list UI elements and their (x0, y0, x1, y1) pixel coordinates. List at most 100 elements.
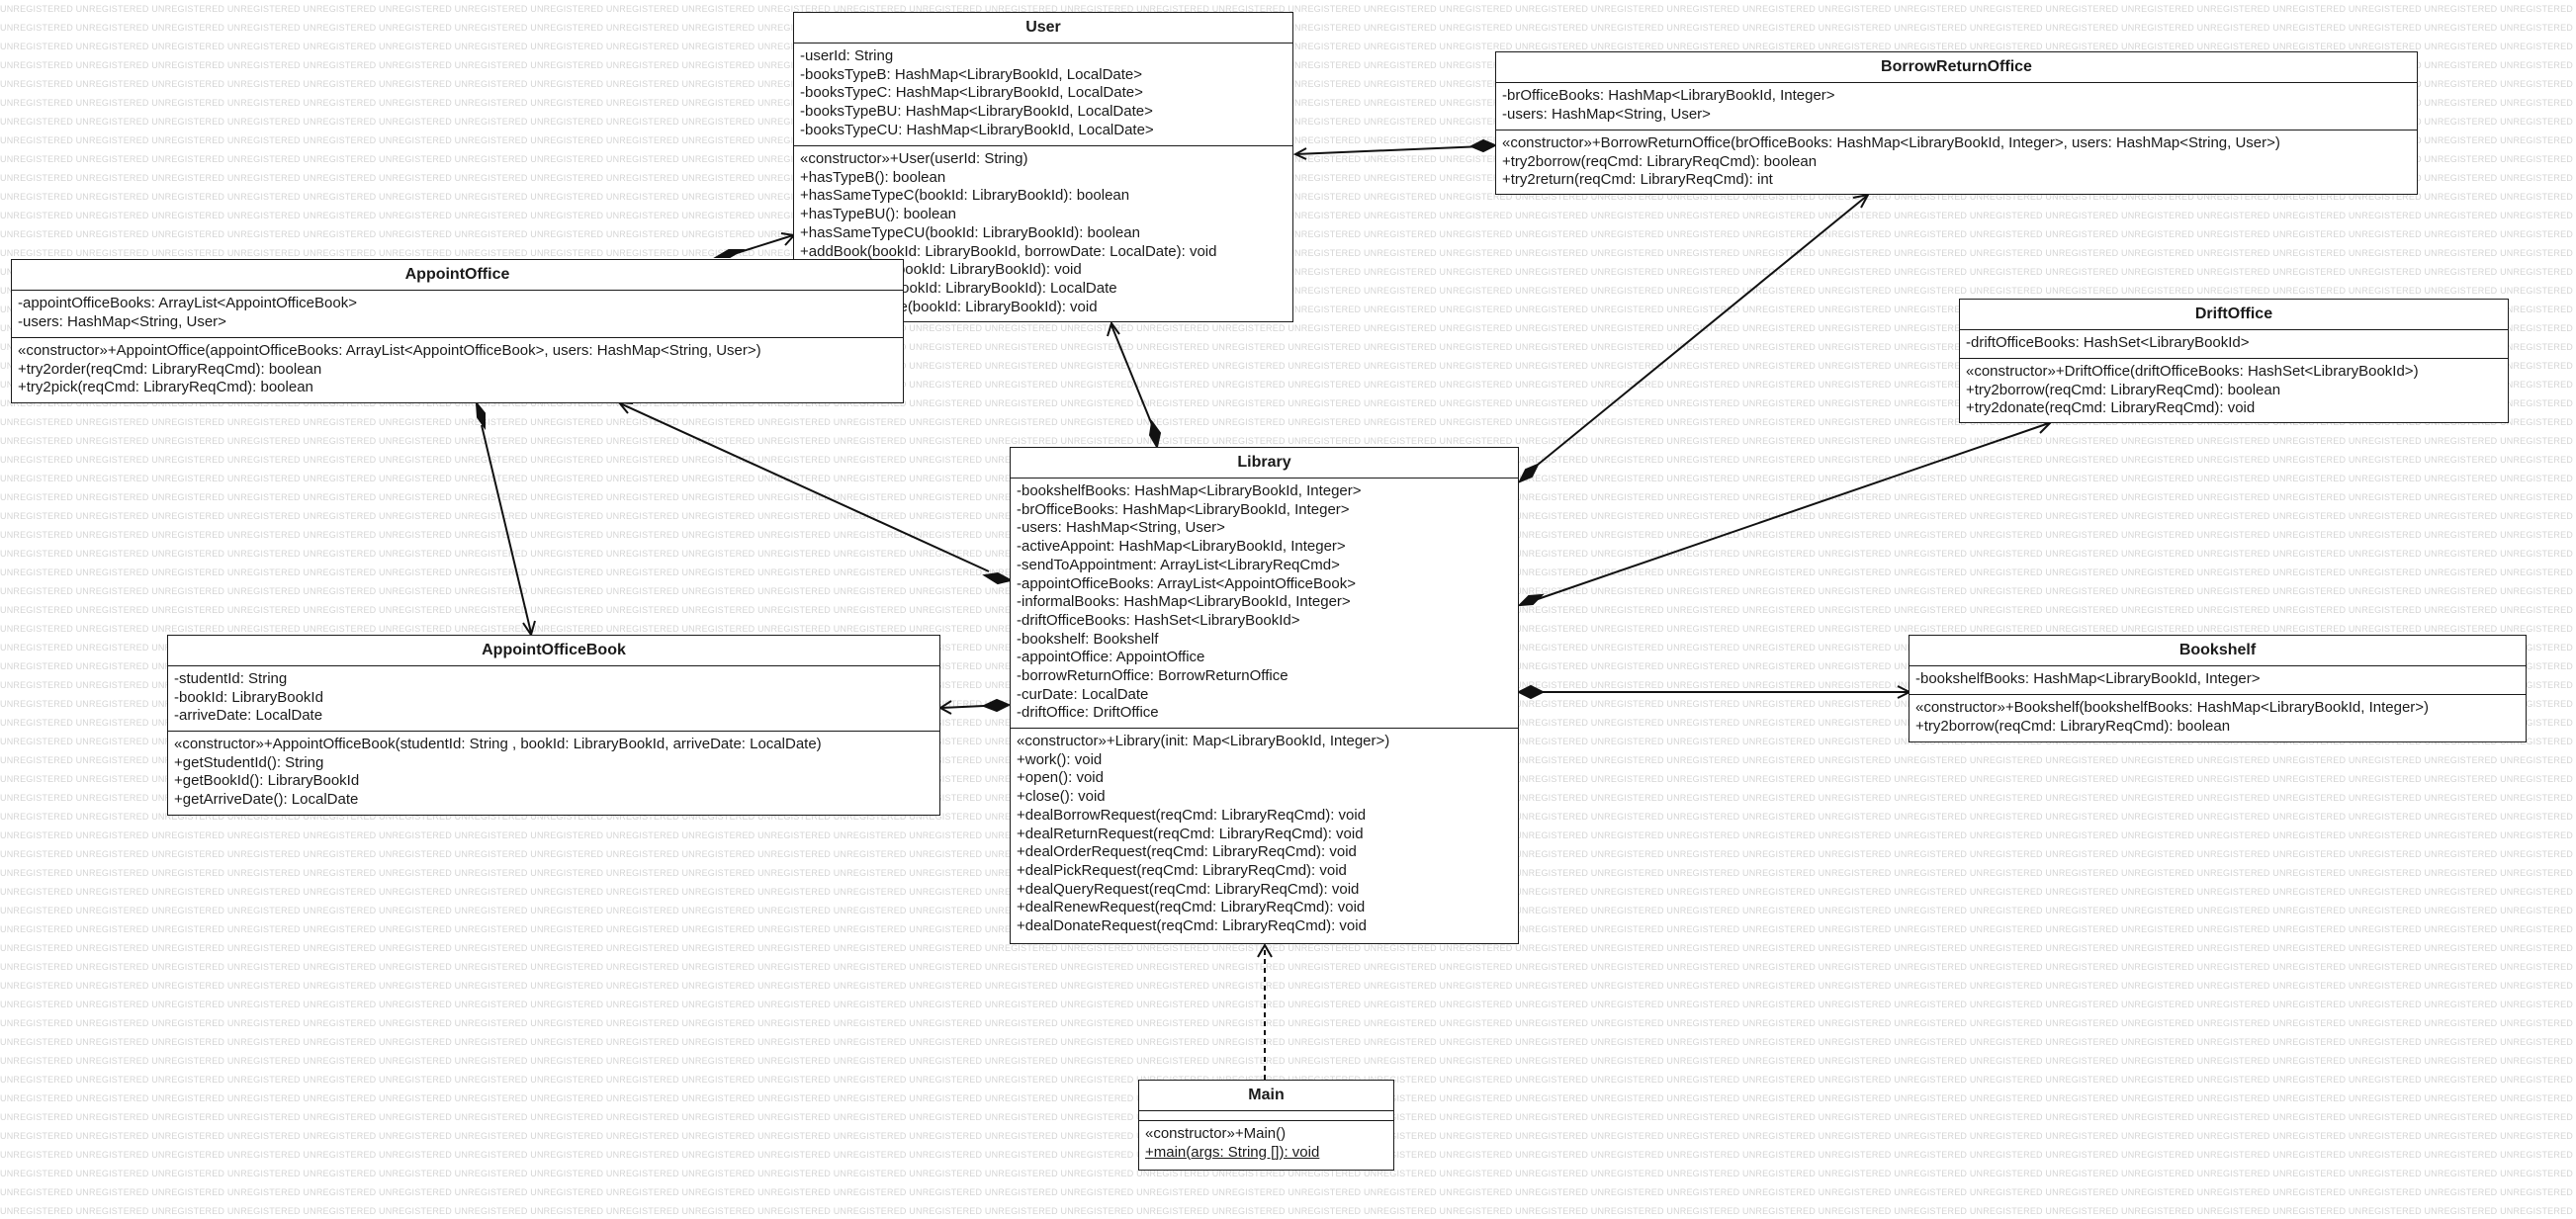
operations-section: «constructor»+Library(init: Map<LibraryB… (1011, 729, 1518, 940)
operation-row: +try2borrow(reqCmd: LibraryReqCmd): bool… (1915, 717, 2231, 735)
attribute-row: -appointOfficeBooks: ArrayList<AppointOf… (1017, 574, 1356, 592)
attribute-row: -appointOffice: AppointOffice (1017, 649, 1205, 666)
attribute-row: -activeAppoint: HashMap<LibraryBookId, I… (1017, 538, 1346, 556)
attribute-row: -informalBooks: HashMap<LibraryBookId, I… (1017, 593, 1351, 611)
operation-row: +hasSameTypeC(bookId: LibraryBookId): bo… (800, 187, 1130, 205)
attributes-section: -bookshelfBooks: HashMap<LibraryBookId, … (1910, 666, 2526, 695)
operation-row: «constructor»+Library(init: Map<LibraryB… (1017, 733, 1390, 749)
edge-appointoffice-appointofficebook (475, 399, 536, 638)
attribute-row: -driftOfficeBooks: HashSet<LibraryBookId… (1966, 334, 2250, 351)
watermark-row: UNREGISTERED UNREGISTERED UNREGISTERED U… (0, 981, 2576, 991)
class-main[interactable]: Main «constructor»+Main()+main(args: Str… (1138, 1080, 1394, 1171)
edge-library-bookshelf (1516, 684, 1912, 700)
attribute-row: -booksTypeC: HashMap<LibraryBookId, Loca… (800, 84, 1143, 102)
operation-row: «constructor»+User(userId: String) (800, 150, 1028, 167)
attribute-row: -bookId: LibraryBookId (174, 688, 323, 706)
operation-row: +dealDonateRequest(reqCmd: LibraryReqCmd… (1017, 917, 1367, 935)
class-name: DriftOffice (1960, 300, 2508, 330)
watermark-row: UNREGISTERED UNREGISTERED UNREGISTERED U… (0, 943, 2576, 953)
watermark-row: UNREGISTERED UNREGISTERED UNREGISTERED U… (0, 1169, 2576, 1178)
attribute-row: -users: HashMap<String, User> (1017, 519, 1225, 537)
attribute-row: -brOfficeBooks: HashMap<LibraryBookId, I… (1017, 500, 1350, 518)
watermark-row: UNREGISTERED UNREGISTERED UNREGISTERED U… (0, 361, 2576, 371)
operation-row: +dealRenewRequest(reqCmd: LibraryReqCmd)… (1017, 899, 1366, 916)
class-appoint-office-book[interactable]: AppointOfficeBook -studentId: String-boo… (167, 635, 940, 816)
operation-row: «constructor»+Bookshelf(bookshelfBooks: … (1915, 699, 2430, 716)
operation-row: +dealOrderRequest(reqCmd: LibraryReqCmd)… (1017, 843, 1357, 861)
operation-row: +try2borrow(reqCmd: LibraryReqCmd): bool… (1966, 381, 2281, 398)
class-name: AppointOffice (12, 260, 903, 291)
attribute-row: -booksTypeBU: HashMap<LibraryBookId, Loc… (800, 103, 1153, 121)
edge-library-user (1107, 320, 1162, 450)
attribute-row: -bookshelf: Bookshelf (1017, 630, 1159, 648)
operation-row: +dealReturnRequest(reqCmd: LibraryReqCmd… (1017, 825, 1364, 842)
operation-row: «constructor»+Main() (1145, 1125, 1287, 1142)
watermark-row: UNREGISTERED UNREGISTERED UNREGISTERED U… (0, 1056, 2576, 1066)
operation-row: +getArriveDate(): LocalDate (174, 791, 359, 809)
operation-row: +try2order(reqCmd: LibraryReqCmd): boole… (18, 360, 322, 378)
attribute-row: -appointOfficeBooks: ArrayList<AppointOf… (18, 295, 357, 311)
watermark-row: UNREGISTERED UNREGISTERED UNREGISTERED U… (0, 398, 2576, 408)
class-name: Bookshelf (1910, 636, 2526, 666)
edge-appointoffice-user (713, 232, 796, 258)
attributes-section (1139, 1111, 1393, 1121)
attributes-section: -studentId: String-bookId: LibraryBookId… (168, 666, 939, 732)
watermark-row: UNREGISTERED UNREGISTERED UNREGISTERED U… (0, 323, 2576, 333)
attribute-row: -booksTypeB: HashMap<LibraryBookId, Loca… (800, 65, 1143, 83)
attribute-row: -bookshelfBooks: HashMap<LibraryBookId, … (1017, 482, 1362, 499)
edge-borrowreturnoffice-user (1292, 138, 1498, 160)
operation-row: +getStudentId(): String (174, 753, 324, 771)
attribute-row: -booksTypeCU: HashMap<LibraryBookId, Loc… (800, 121, 1154, 138)
operation-row: +dealPickRequest(reqCmd: LibraryReqCmd):… (1017, 861, 1347, 879)
attributes-section: -bookshelfBooks: HashMap<LibraryBookId, … (1011, 479, 1518, 729)
operation-row: +close(): void (1017, 788, 1106, 806)
watermark-row: UNREGISTERED UNREGISTERED UNREGISTERED U… (0, 436, 2576, 446)
operation-row: +try2pick(reqCmd: LibraryReqCmd): boolea… (18, 379, 313, 396)
watermark-row: UNREGISTERED UNREGISTERED UNREGISTERED U… (0, 1000, 2576, 1009)
class-name: BorrowReturnOffice (1496, 52, 2417, 83)
operation-row: +getBookId(): LibraryBookId (174, 772, 360, 790)
operation-row: +work(): void (1017, 750, 1103, 768)
operations-section: «constructor»+Bookshelf(bookshelfBooks: … (1910, 695, 2526, 740)
edge-library-borrowreturnoffice (1517, 193, 1870, 483)
class-library[interactable]: Library -bookshelfBooks: HashMap<Library… (1010, 447, 1519, 944)
operations-section: «constructor»+Main()+main(args: String [… (1139, 1121, 1393, 1166)
edge-library-appointofficebook (938, 698, 1012, 715)
attribute-row: -borrowReturnOffice: BorrowReturnOffice (1017, 667, 1288, 685)
watermark-row: UNREGISTERED UNREGISTERED UNREGISTERED U… (0, 1206, 2576, 1216)
attributes-section: -userId: String-booksTypeB: HashMap<Libr… (794, 44, 1292, 146)
class-name: User (794, 13, 1292, 44)
edge-library-appointoffice (616, 400, 1014, 585)
operations-section: «constructor»+DriftOffice(driftOfficeBoo… (1960, 359, 2508, 422)
attribute-row: -studentId: String (174, 670, 288, 687)
class-appoint-office[interactable]: AppointOffice -appointOfficeBooks: Array… (11, 259, 904, 403)
class-name: Main (1139, 1081, 1393, 1111)
attribute-row: -sendToAppointment: ArrayList<LibraryReq… (1017, 556, 1340, 573)
attribute-row: -users: HashMap<String, User> (1502, 105, 1711, 123)
edge-main-library-dependency (1257, 943, 1273, 1080)
operation-row: +dealQueryRequest(reqCmd: LibraryReqCmd)… (1017, 880, 1360, 898)
operation-row: +try2donate(reqCmd: LibraryReqCmd): void (1966, 399, 2256, 417)
operation-row: +main(args: String []): void (1145, 1143, 1320, 1161)
attribute-row: -driftOfficeBooks: HashSet<LibraryBookId… (1017, 611, 1300, 629)
operation-row: «constructor»+AppointOfficeBook(studentI… (174, 736, 822, 752)
watermark-row: UNREGISTERED UNREGISTERED UNREGISTERED U… (0, 342, 2576, 352)
operation-row: +hasTypeBU(): boolean (800, 206, 957, 223)
attributes-section: -appointOfficeBooks: ArrayList<AppointOf… (12, 291, 903, 338)
class-drift-office[interactable]: DriftOffice -driftOfficeBooks: HashSet<L… (1959, 299, 2509, 423)
class-bookshelf[interactable]: Bookshelf -bookshelfBooks: HashMap<Libra… (1909, 635, 2527, 742)
watermark-row: UNREGISTERED UNREGISTERED UNREGISTERED U… (0, 417, 2576, 427)
attribute-row: -brOfficeBooks: HashMap<LibraryBookId, I… (1502, 87, 1835, 104)
attribute-row: -bookshelfBooks: HashMap<LibraryBookId, … (1915, 670, 2261, 687)
operation-row: «constructor»+BorrowReturnOffice(brOffic… (1502, 134, 2280, 151)
attribute-row: -driftOffice: DriftOffice (1017, 704, 1159, 722)
operation-row: +hasSameTypeCU(bookId: LibraryBookId): b… (800, 223, 1140, 241)
edge-library-driftoffice (1517, 420, 2053, 607)
class-borrow-return-office[interactable]: BorrowReturnOffice -brOfficeBooks: HashM… (1495, 51, 2418, 195)
attributes-section: -brOfficeBooks: HashMap<LibraryBookId, I… (1496, 83, 2417, 131)
operation-row: «constructor»+AppointOffice(appointOffic… (18, 342, 761, 359)
operations-section: «constructor»+AppointOfficeBook(studentI… (168, 732, 939, 814)
attribute-row: -userId: String (800, 47, 894, 64)
watermark-row: UNREGISTERED UNREGISTERED UNREGISTERED U… (0, 962, 2576, 972)
